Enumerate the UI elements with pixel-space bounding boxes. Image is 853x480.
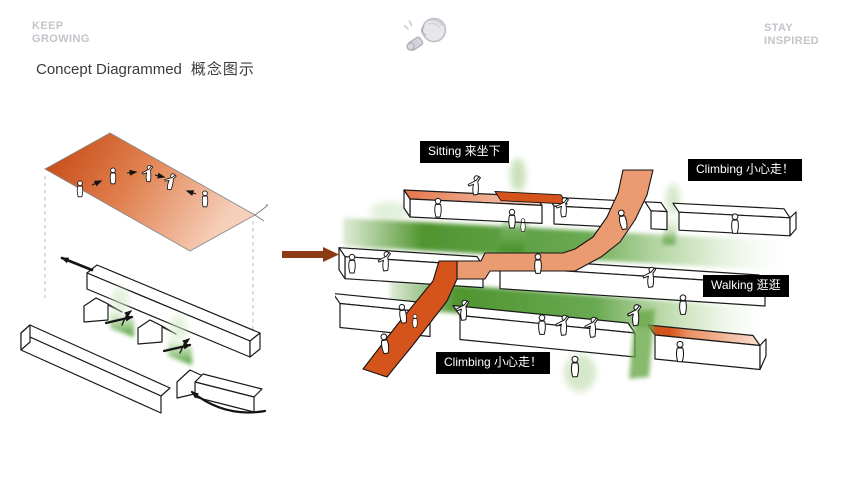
motto-line: KEEP bbox=[32, 20, 64, 32]
motto-stay-inspired: STAY INSPIRED bbox=[764, 22, 819, 48]
whistle-head-logo-icon bbox=[403, 17, 447, 51]
tilted-orange-plane bbox=[44, 132, 268, 252]
bar-buildings-sketch bbox=[20, 264, 263, 414]
motto-keep-growing: KEEP GROWING bbox=[32, 20, 90, 46]
movement-arrows bbox=[60, 256, 267, 414]
green-cross-path bbox=[629, 309, 655, 379]
label-climbing-bottom: Climbing 小心走！ bbox=[436, 352, 551, 374]
concept-sketch-after: Sitting 来坐下 Climbing 小心走！ Walking 逛逛 Cli… bbox=[335, 125, 847, 425]
plane-walk-arrows bbox=[91, 169, 197, 196]
label-sitting: Sitting 来坐下 bbox=[420, 141, 509, 163]
street-bars-drawing bbox=[335, 158, 797, 392]
concept-sketch-before bbox=[20, 132, 268, 414]
motto-line: GROWING bbox=[32, 33, 90, 45]
title-zh: 概念图示 bbox=[190, 61, 255, 78]
motto-line: STAY bbox=[764, 22, 794, 34]
page-title: Concept Diagrammed 概念图示 bbox=[36, 58, 255, 79]
label-climbing-top: Climbing 小心走！ bbox=[688, 159, 803, 181]
motto-line: INSPIRED bbox=[764, 35, 820, 47]
orange-bridge-segment bbox=[494, 191, 568, 205]
projection-dashed-lines bbox=[44, 176, 254, 352]
transform-arrow-icon bbox=[282, 247, 339, 262]
label-walking: Walking 逛逛 bbox=[703, 275, 789, 297]
title-en: Concept Diagrammed bbox=[36, 61, 182, 78]
